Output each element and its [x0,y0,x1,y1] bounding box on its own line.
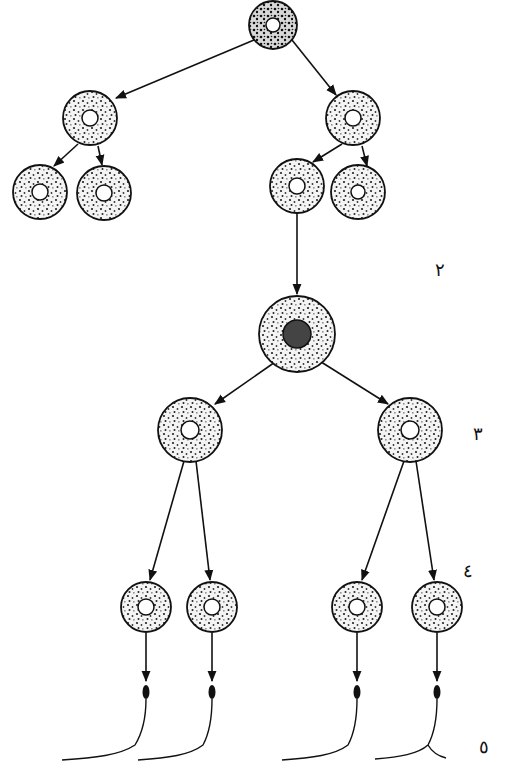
callout-number: ٤ [463,562,473,580]
division-arrows [54,40,437,681]
cells [13,1,462,632]
callout-number: ٢ [435,261,445,279]
spermatozoa [62,685,446,760]
callout-number: ٣ [473,425,483,443]
callout-number: ٥ [479,738,489,756]
nuclei [32,18,445,615]
